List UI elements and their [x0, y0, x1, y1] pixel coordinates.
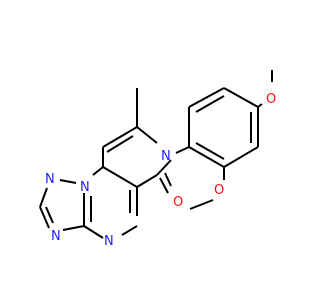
atom-n-triazole-3: N — [51, 229, 61, 244]
atom-n-pyridinone: N — [161, 149, 171, 164]
bond — [102, 126, 138, 148]
pyridinone-ring: N — [102, 88, 190, 188]
bond — [136, 126, 158, 144]
bond — [62, 225, 85, 231]
bond — [39, 187, 48, 208]
double-bond-inner — [195, 95, 225, 113]
atom-o-carbonyl: O — [173, 195, 183, 210]
pyrimidine-ring: N N — [80, 166, 138, 249]
bond — [223, 146, 259, 168]
molecule-structure-canvas: O O N O N — [39, 70, 277, 249]
bond — [159, 177, 169, 194]
bond — [102, 166, 138, 188]
dimethoxyphenyl-ring — [188, 87, 259, 168]
bond — [156, 159, 172, 176]
bond — [189, 199, 214, 210]
molecule-svg: O O N O N — [39, 70, 276, 249]
bond — [39, 206, 50, 229]
bond — [136, 174, 158, 188]
triazole-ring: N N — [39, 172, 85, 244]
methoxy-top: O — [257, 70, 276, 108]
atom-n-pyrimidine: N — [104, 234, 114, 249]
carbonyl-group: O — [159, 172, 183, 210]
bond — [188, 146, 225, 168]
bond — [223, 87, 259, 108]
methoxy-side: O — [189, 167, 225, 210]
atom-o-methoxy-top: O — [266, 92, 276, 107]
bond — [121, 225, 138, 236]
bond — [83, 225, 104, 239]
bond — [175, 146, 190, 154]
double-bond-inner — [195, 142, 225, 160]
double-bond-inner — [106, 135, 134, 153]
atom-n-bridge: N — [80, 180, 90, 195]
bond — [188, 87, 225, 108]
double-bond-inner — [45, 206, 54, 224]
bond — [257, 103, 263, 108]
bond — [92, 166, 104, 176]
atom-o-methoxy-side: O — [214, 183, 224, 198]
atom-n-triazole-1: N — [45, 172, 55, 187]
bond — [59, 179, 77, 184]
bond — [164, 172, 172, 187]
